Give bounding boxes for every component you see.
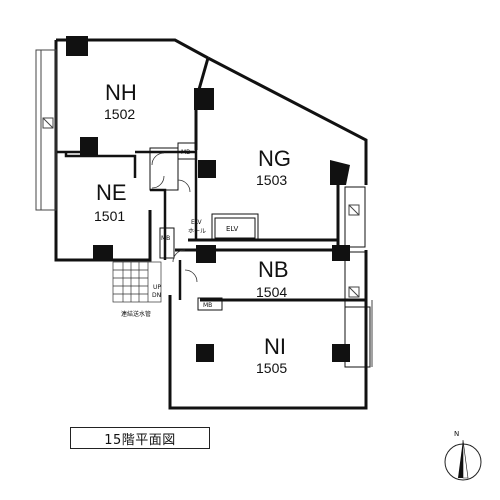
unit-ne-number: 1501	[94, 208, 125, 224]
staircase	[112, 261, 162, 303]
floor-plan-title: 15階平面図	[70, 427, 210, 449]
stair-dn-label: DN	[152, 292, 161, 299]
standpipe-label: 連結送水管	[121, 310, 151, 318]
unit-ni-name: NI	[264, 334, 286, 359]
unit-ng-name: NG	[258, 146, 291, 171]
mb-label-top: MB	[181, 149, 190, 156]
unit-ni-number: 1505	[256, 360, 287, 376]
stair-up-label: UP	[153, 284, 161, 291]
mb-label-bottom: MB	[203, 302, 212, 309]
unit-nb-name: NB	[258, 257, 289, 282]
inner-walls	[56, 150, 198, 300]
columns	[66, 36, 350, 362]
unit-nh-number: 1502	[104, 106, 135, 122]
unit-nh-name: NH	[105, 80, 137, 105]
mb-label-side: MB	[161, 235, 170, 242]
door-arcs	[151, 152, 198, 283]
elv-hall-label-2: ホール	[188, 228, 206, 235]
north-label: N	[454, 430, 459, 438]
elv-room-label: ELV	[226, 225, 239, 233]
balcony-right	[348, 204, 373, 367]
unit-ne-name: NE	[96, 180, 127, 205]
unit-ng-number: 1503	[256, 172, 287, 188]
elv-hall-label-1: ELV	[191, 219, 202, 226]
north-arrow: N	[444, 430, 482, 481]
unit-nb-number: 1504	[256, 284, 287, 300]
thin-walls	[149, 142, 371, 368]
balcony-left	[35, 49, 57, 211]
